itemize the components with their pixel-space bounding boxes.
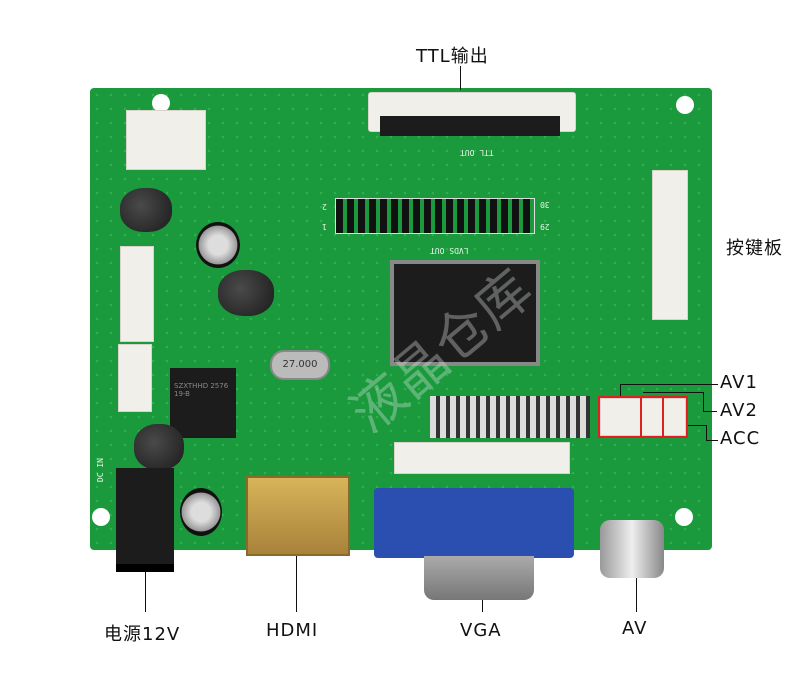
leader-line: [620, 384, 621, 396]
label-keypad: 按键板: [726, 238, 783, 259]
leader-line: [706, 425, 707, 440]
inductor: [120, 188, 172, 232]
leader-line: [636, 578, 637, 612]
leader-line: [620, 384, 718, 385]
dc-in-silk: DC IN: [96, 458, 105, 483]
pin-2-silk: 2: [322, 202, 327, 211]
av-rca-jack: [600, 520, 664, 578]
hdmi-port: [246, 476, 350, 556]
pin-1-silk: 1: [322, 222, 327, 231]
capacitor: [196, 222, 240, 268]
regulator-chip: SZXTHHD 2576 19-B: [170, 368, 236, 438]
leader-line: [706, 440, 718, 441]
crystal-oscillator: 27.000: [270, 350, 330, 380]
ttl-out-silk: TTL OUT: [460, 148, 494, 157]
side-connector: [118, 344, 152, 412]
av-acc-connector: [600, 398, 686, 436]
label-ttl-output: TTL输出: [416, 46, 489, 67]
label-acc: ACC: [720, 428, 761, 449]
vga-port: [374, 488, 574, 558]
label-hdmi: HDMI: [266, 620, 319, 641]
lvds-out-silk: LVDS OUT: [430, 246, 469, 255]
inductor: [134, 424, 184, 470]
vga-shell: [424, 556, 534, 600]
ribbon-connector: [394, 442, 570, 474]
lvds-pin-header: [335, 198, 535, 234]
leader-line: [482, 600, 483, 612]
label-av: AV: [622, 618, 648, 639]
leader-line: [688, 425, 706, 426]
pin-29-silk: 29: [540, 222, 550, 231]
acc-highlight: [662, 396, 688, 438]
label-vga: VGA: [460, 620, 502, 641]
leader-line: [145, 572, 146, 612]
crystal-label: 27.000: [282, 359, 318, 370]
side-connector: [120, 246, 154, 342]
leader-line: [296, 556, 297, 612]
main-chip: [390, 260, 540, 366]
dc-power-jack: [116, 468, 174, 572]
leader-line: [703, 392, 704, 412]
label-power: 电源12V: [104, 624, 181, 645]
av1-highlight: [598, 396, 642, 438]
backlight-connector: [126, 110, 206, 170]
regulator-label: SZXTHHD 2576 19-B: [174, 382, 229, 398]
capacitor: [180, 488, 222, 536]
mounting-hole: [676, 96, 694, 114]
inductor: [218, 270, 274, 316]
leader-line: [643, 392, 703, 393]
pcb-board: TTL OUT 30 29 2 1 LVDS OUT 27.000 SZXTHH…: [90, 88, 712, 550]
keypad-connector: [652, 170, 688, 320]
mounting-hole: [152, 94, 170, 112]
av2-highlight: [640, 396, 664, 438]
pin-30-silk: 30: [540, 200, 550, 209]
mounting-hole: [675, 508, 693, 526]
mounting-hole: [92, 508, 110, 526]
leader-line: [460, 66, 461, 90]
label-av2: AV2: [720, 400, 758, 421]
fpc-latch: [380, 116, 560, 136]
resistor-array: [430, 396, 590, 438]
label-av1: AV1: [720, 372, 758, 393]
leader-line: [703, 411, 717, 412]
